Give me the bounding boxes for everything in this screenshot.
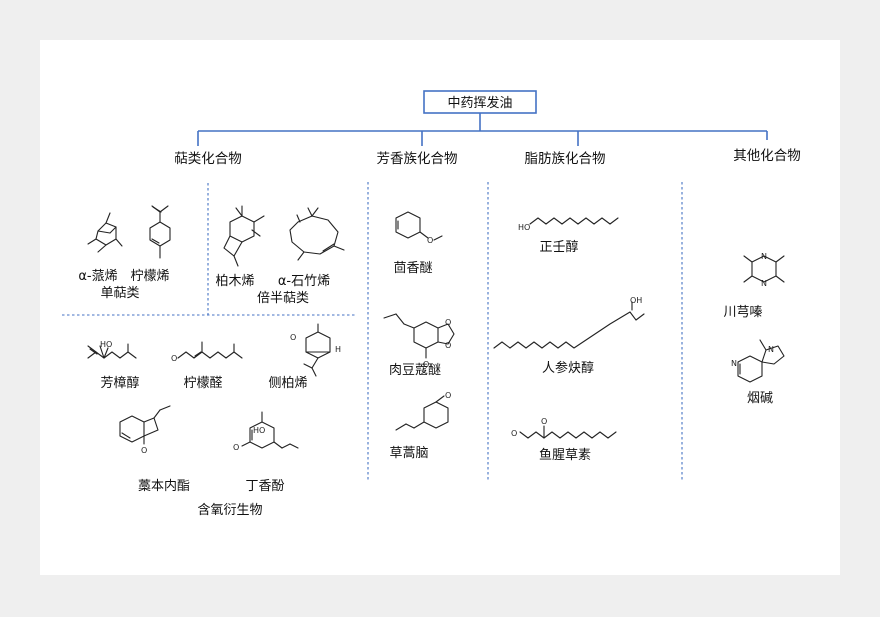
thujene-o: O bbox=[290, 333, 296, 342]
myristicin-structure bbox=[383, 313, 455, 359]
anethole-structure bbox=[395, 211, 443, 241]
citral-structure bbox=[177, 341, 243, 359]
houttuynin-o1: O bbox=[541, 417, 547, 426]
myristicin-o1: O bbox=[445, 318, 451, 327]
compound-alpha-caryophyllene: α-石竹烯 bbox=[278, 274, 330, 289]
nicotine-structure bbox=[737, 339, 785, 383]
compound-myristicin: 肉豆蔻醚 bbox=[389, 363, 441, 378]
estragole-structure bbox=[395, 395, 449, 431]
estragole-o: O bbox=[445, 391, 451, 400]
pyrazine-n1: N bbox=[761, 252, 767, 261]
compound-linalool: 芳樟醇 bbox=[100, 375, 139, 391]
eugenol-structure bbox=[241, 411, 299, 449]
root-label: 中药挥发油 bbox=[447, 95, 512, 111]
tree-connectors bbox=[197, 113, 768, 146]
group-monoterpenes: 单萜类 bbox=[100, 286, 139, 301]
thujene-h: H bbox=[335, 345, 341, 354]
alpha-pinene-structure bbox=[87, 212, 123, 253]
limonene-structure bbox=[149, 205, 171, 259]
eugenol-o: O bbox=[233, 443, 239, 452]
group-oxygenated-derivatives: 含氧衍生物 bbox=[197, 502, 262, 518]
houttuynin-o2: O bbox=[511, 429, 517, 438]
category-terpenes: 萜类化合物 bbox=[174, 151, 242, 167]
myristicin-o2: O bbox=[445, 341, 451, 350]
linalool-oh: HO bbox=[100, 340, 112, 349]
category-aliphatic: 脂肪族化合物 bbox=[525, 151, 606, 167]
houttuynin-structure bbox=[519, 425, 617, 439]
compound-nonanol: 正壬醇 bbox=[539, 239, 578, 255]
citral-o: O bbox=[171, 354, 177, 363]
compound-cedrene: 柏木烯 bbox=[215, 274, 254, 289]
pyrazine-n2: N bbox=[761, 279, 767, 288]
anethole-o: O bbox=[427, 236, 433, 245]
linalool-structure bbox=[87, 343, 137, 359]
compound-limonene: 柠檬烯 bbox=[130, 269, 169, 284]
compound-alpha-pinene: α-蒎烯 bbox=[78, 269, 117, 284]
tetramethylpyrazine-structure bbox=[743, 255, 785, 283]
compound-eugenol: 丁香酚 bbox=[245, 479, 284, 494]
ligustilide-o: O bbox=[141, 446, 147, 455]
category-others: 其他化合物 bbox=[733, 148, 801, 164]
nicotine-n1: N bbox=[731, 359, 737, 368]
compound-tetramethylpyrazine: 川芎嗪 bbox=[723, 305, 762, 320]
nonanol-structure bbox=[529, 217, 619, 225]
ligustilide-structure bbox=[119, 405, 171, 445]
panaxynol-oh: OH bbox=[630, 296, 642, 305]
compound-anethole: 茴香醚 bbox=[393, 261, 432, 276]
nonanol-ho: HO bbox=[518, 223, 530, 232]
category-aromatic: 芳香族化合物 bbox=[377, 151, 458, 167]
eugenol-ho: HO bbox=[253, 426, 265, 435]
compound-panaxynol: 人参炔醇 bbox=[542, 360, 594, 376]
myristicin-o3: O bbox=[423, 360, 429, 369]
alpha-caryophyllene-structure bbox=[289, 207, 345, 261]
compound-nicotine: 烟碱 bbox=[747, 391, 773, 406]
column-dividers bbox=[62, 182, 683, 480]
compound-houttuynin: 鱼腥草素 bbox=[539, 447, 591, 463]
compound-estragole: 草蒿脑 bbox=[389, 446, 428, 461]
nicotine-n2: N bbox=[768, 345, 774, 354]
compound-thujene: 侧柏烯 bbox=[268, 376, 307, 391]
group-sesquiterpenes: 倍半萜类 bbox=[257, 291, 309, 306]
volatile-oil-classification-diagram: 中药挥发油 萜类化合物 芳香族化合物 脂肪族化合物 其他化合物 α-蒎烯 柠檬烯… bbox=[62, 90, 801, 518]
root-box bbox=[423, 90, 537, 114]
cedrene-structure bbox=[223, 205, 265, 267]
panaxynol-structure bbox=[493, 301, 645, 349]
thujene-structure bbox=[303, 323, 331, 377]
compound-citral: 柠檬醛 bbox=[183, 375, 222, 391]
diagram-canvas: 中药挥发油 萜类化合物 芳香族化合物 脂肪族化合物 其他化合物 α-蒎烯 柠檬烯… bbox=[40, 40, 840, 575]
compound-ligustilide: 藁本内酯 bbox=[138, 478, 190, 494]
